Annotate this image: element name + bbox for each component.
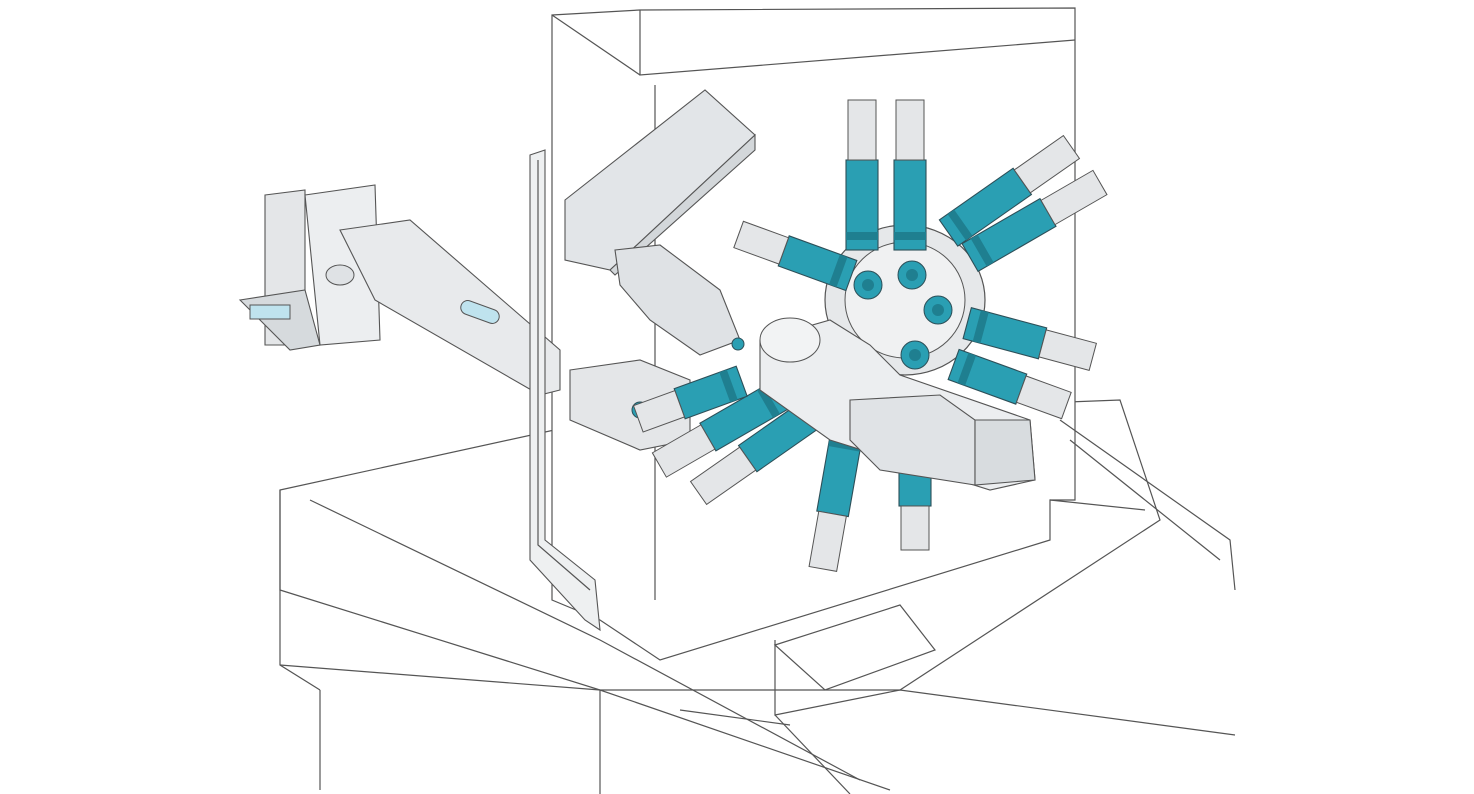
feeder-window-2 [460, 300, 500, 324]
tool-holder-2 [893, 99, 927, 251]
turret-tool-ports [853, 260, 953, 370]
tool-holder-4 [961, 169, 1108, 273]
tool-holder-5 [962, 307, 1098, 371]
feeder-window [249, 304, 291, 320]
lower-spindle-assembly [569, 244, 741, 451]
cover-block [564, 89, 756, 276]
door-panel [529, 149, 601, 632]
tool-holder-12 [733, 220, 858, 292]
tool-holder-11 [632, 365, 748, 433]
tool-holder-7 [808, 427, 864, 572]
tool-holder-3 [938, 134, 1081, 247]
turret-disc [824, 224, 986, 376]
tool-holder-1 [845, 99, 879, 251]
spindle-head [731, 317, 1036, 491]
tool-holder-6 [947, 348, 1072, 420]
bar-feeder-arm [238, 184, 561, 396]
